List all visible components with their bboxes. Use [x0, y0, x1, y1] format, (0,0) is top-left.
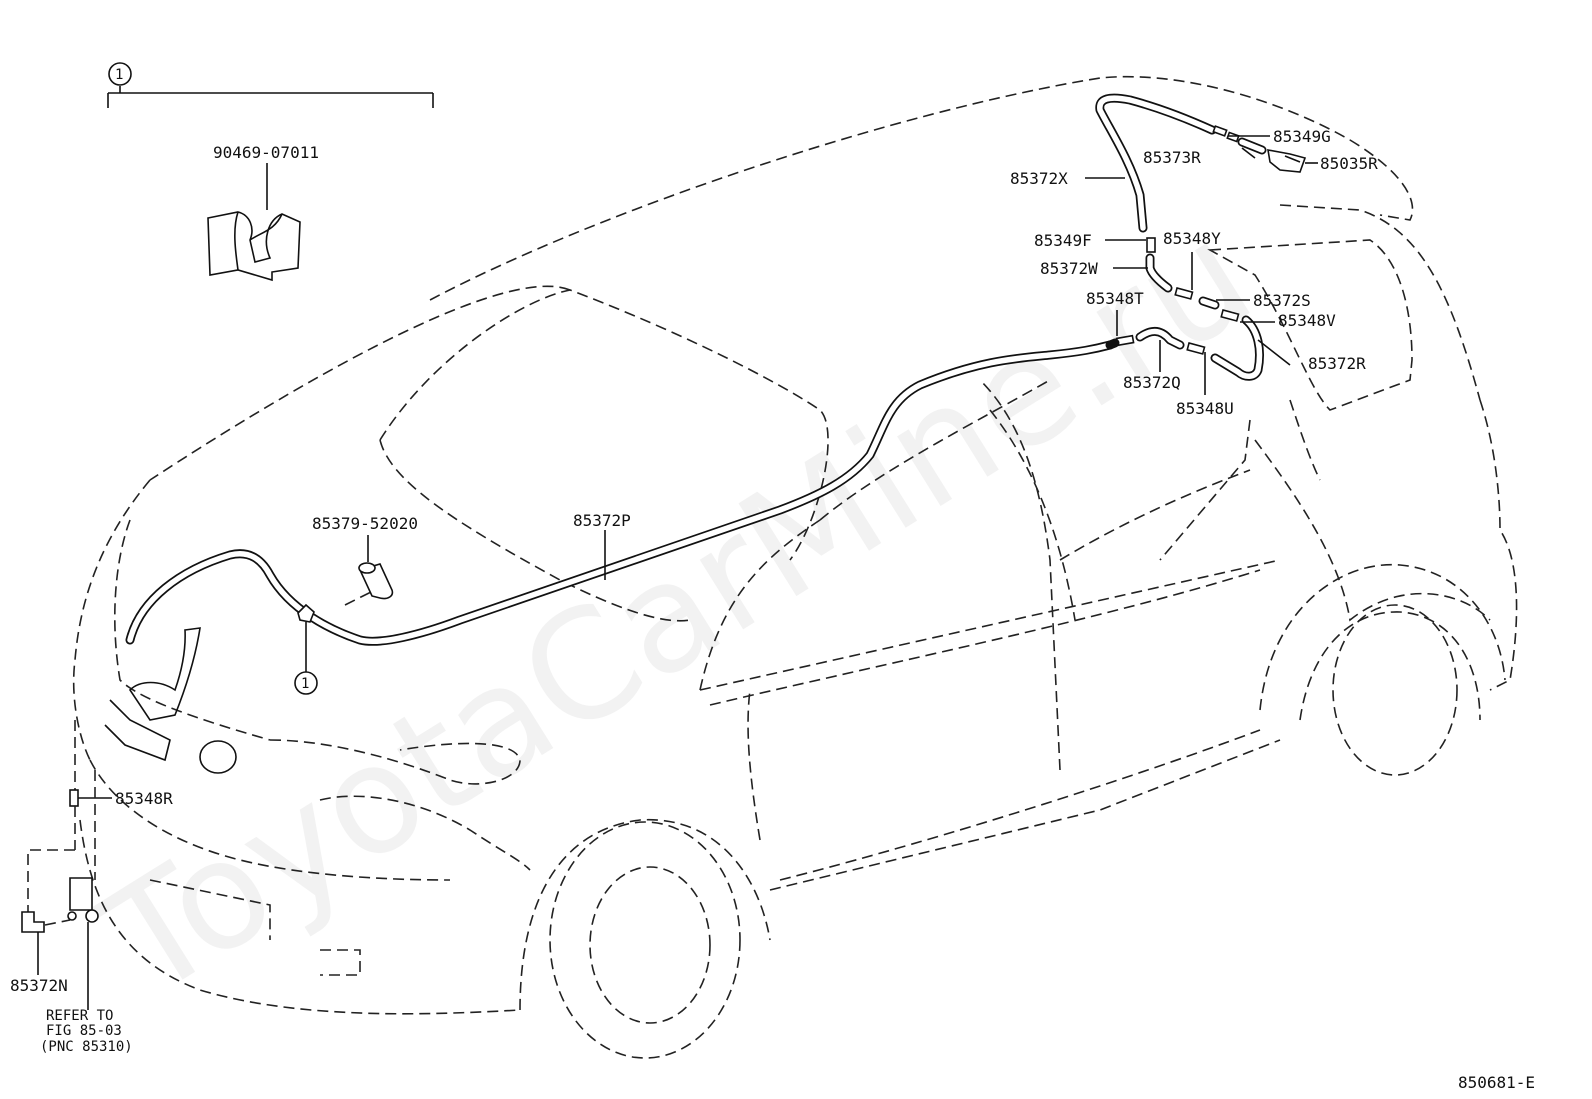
label-85348y: 85348Y — [1163, 229, 1221, 248]
refer-line-3: (PNC 85310) — [40, 1039, 133, 1055]
callout-circle-lower — [294, 671, 318, 695]
label-85348v: 85348V — [1278, 311, 1336, 330]
label-85348u: 85348U — [1176, 399, 1234, 418]
label-90469-07011: 90469-07011 — [213, 143, 319, 162]
label-85348t: 85348T — [1086, 289, 1144, 308]
clip-location: 1 — [294, 603, 318, 695]
label-85379-52020: 85379-52020 — [312, 514, 418, 533]
watermark: ToyotaCarMine.ru — [76, 189, 1280, 1031]
washer-tank — [104, 627, 237, 774]
grommet-part — [344, 535, 394, 606]
label-85372x: 85372X — [1010, 169, 1068, 188]
connector-85348r — [69, 789, 79, 807]
rear-hose-network — [1095, 93, 1307, 381]
car-body-outline — [72, 75, 1518, 1059]
label-85372w: 85372W — [1040, 259, 1098, 278]
label-85372r: 85372R — [1308, 354, 1366, 373]
label-85348r: 85348R — [115, 789, 173, 808]
label-85373r: 85373R — [1143, 148, 1201, 167]
label-85372p: 85372P — [573, 511, 631, 530]
label-85349g: 85349G — [1273, 127, 1331, 146]
label-85372n: 85372N — [10, 976, 68, 995]
hose-85372p — [125, 340, 1115, 646]
refer-line-1: REFER TO — [46, 1008, 113, 1024]
figure-code: 850681-E — [1458, 1073, 1535, 1092]
callout-number-lower: 1 — [301, 676, 309, 692]
label-85349f: 85349F — [1034, 231, 1092, 250]
label-85372s: 85372S — [1253, 291, 1311, 310]
front-pump-area — [21, 720, 112, 1010]
label-85372q: 85372Q — [1123, 373, 1181, 392]
callout-number-top: 1 — [115, 67, 123, 83]
clip-part — [207, 163, 301, 282]
rear-leaders — [1085, 135, 1318, 395]
callout-bracket: 1 — [107, 62, 434, 108]
refer-line-2: FIG 85-03 — [46, 1023, 122, 1039]
callout-circle-top — [108, 62, 132, 86]
label-85035r: 85035R — [1320, 154, 1378, 173]
